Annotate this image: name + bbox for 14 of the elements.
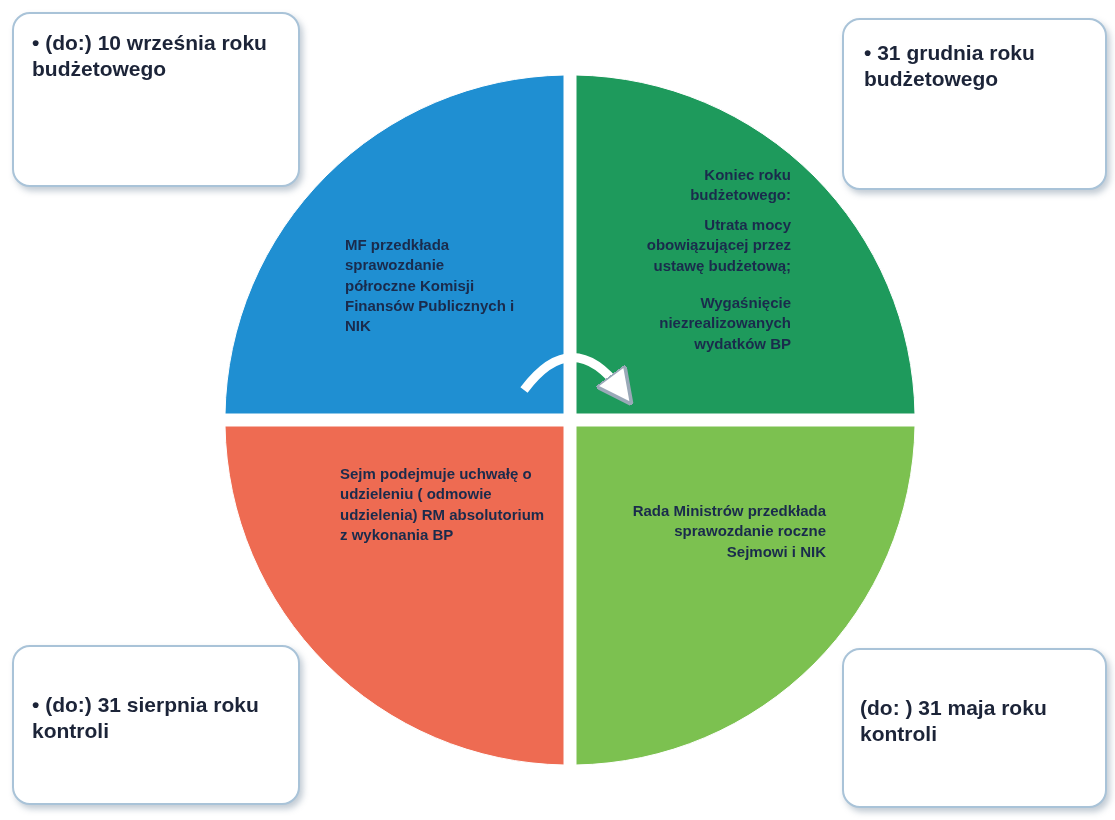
date-card <box>842 648 1107 808</box>
date-text: (do: ) 31 maja roku kontroli <box>860 695 1048 748</box>
step-text: Sejm podejmuje uchwałę o udzieleniu ( odmowie udzielenia) RM absolutorium z wykonania BP <box>340 464 546 545</box>
date-text: • (do:) 10 września roku budżetowego <box>32 30 268 83</box>
date-text: • (do:) 31 sierpnia roku kontroli <box>32 692 260 745</box>
step-text: Utrata mocy obowiązującej przez ustawę budżetową; <box>645 215 791 276</box>
step-text: MF przedkłada sprawozdanie półroczne Komisji Finansów Publicznych i NIK <box>345 235 515 336</box>
date-card <box>842 18 1107 190</box>
step-text: Rada Ministrów przedkłada sprawozdanie roczne Sejmowi i NIK <box>631 501 826 562</box>
date-card <box>12 645 300 805</box>
date-text: • 31 grudnia roku budżetowego <box>864 40 1036 93</box>
step-text: Koniec roku budżetowego: <box>689 165 791 206</box>
step-text: Wygaśnięcie niezrealizowanych wydatków BP <box>658 293 791 354</box>
date-card <box>12 12 300 187</box>
